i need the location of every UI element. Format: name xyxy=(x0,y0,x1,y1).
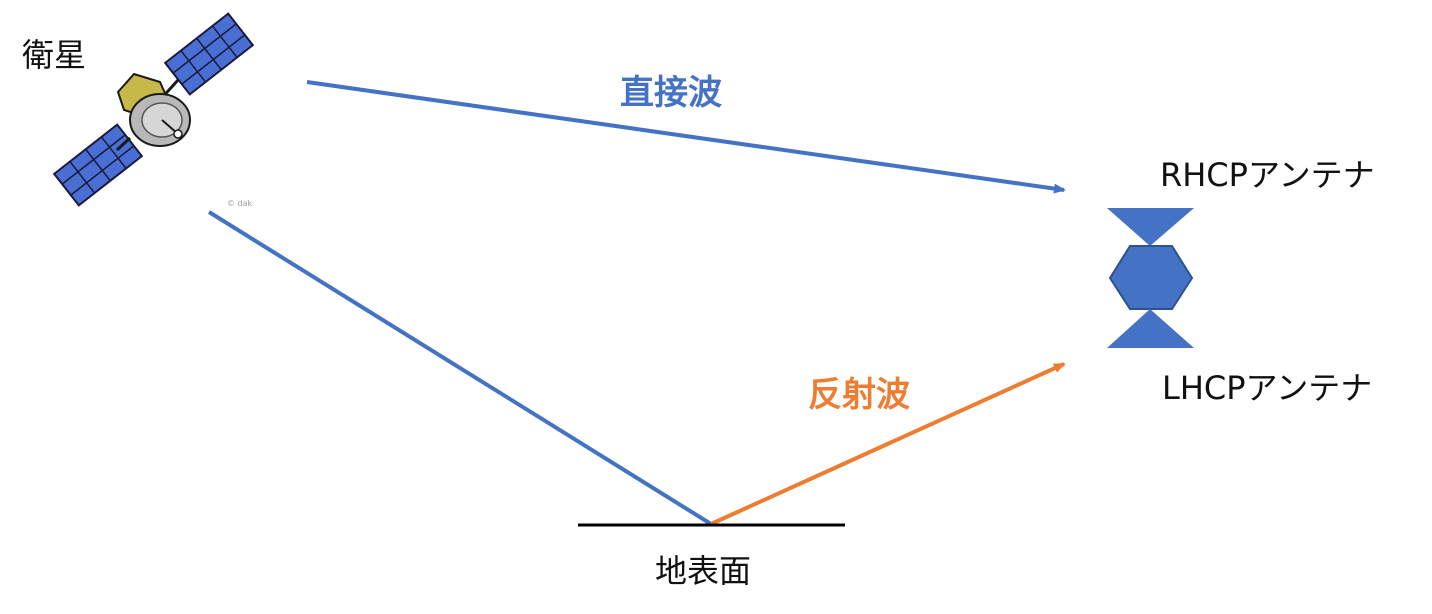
direct-wave-arrow xyxy=(306,80,1066,194)
rhcp-antenna-label: RHCPアンテナ xyxy=(1160,156,1375,194)
antenna-icon xyxy=(1107,208,1194,348)
antenna-body xyxy=(1108,245,1194,310)
lhcp-antenna-label: LHCPアンテナ xyxy=(1162,369,1372,407)
direct-wave-label: 直接波 xyxy=(620,73,722,113)
satellite-icon xyxy=(52,12,255,207)
ground-surface-label: 地表面 xyxy=(655,552,751,590)
satellite-credit: © dak xyxy=(227,199,253,208)
rhcp-element xyxy=(1107,208,1194,246)
lhcp-element xyxy=(1107,309,1194,348)
satellite-label: 衛星 xyxy=(22,36,86,74)
incident-wave-line xyxy=(207,210,713,526)
reflected-wave-label: 反射波 xyxy=(808,375,910,415)
reflected-wave-arrow xyxy=(710,362,1066,526)
